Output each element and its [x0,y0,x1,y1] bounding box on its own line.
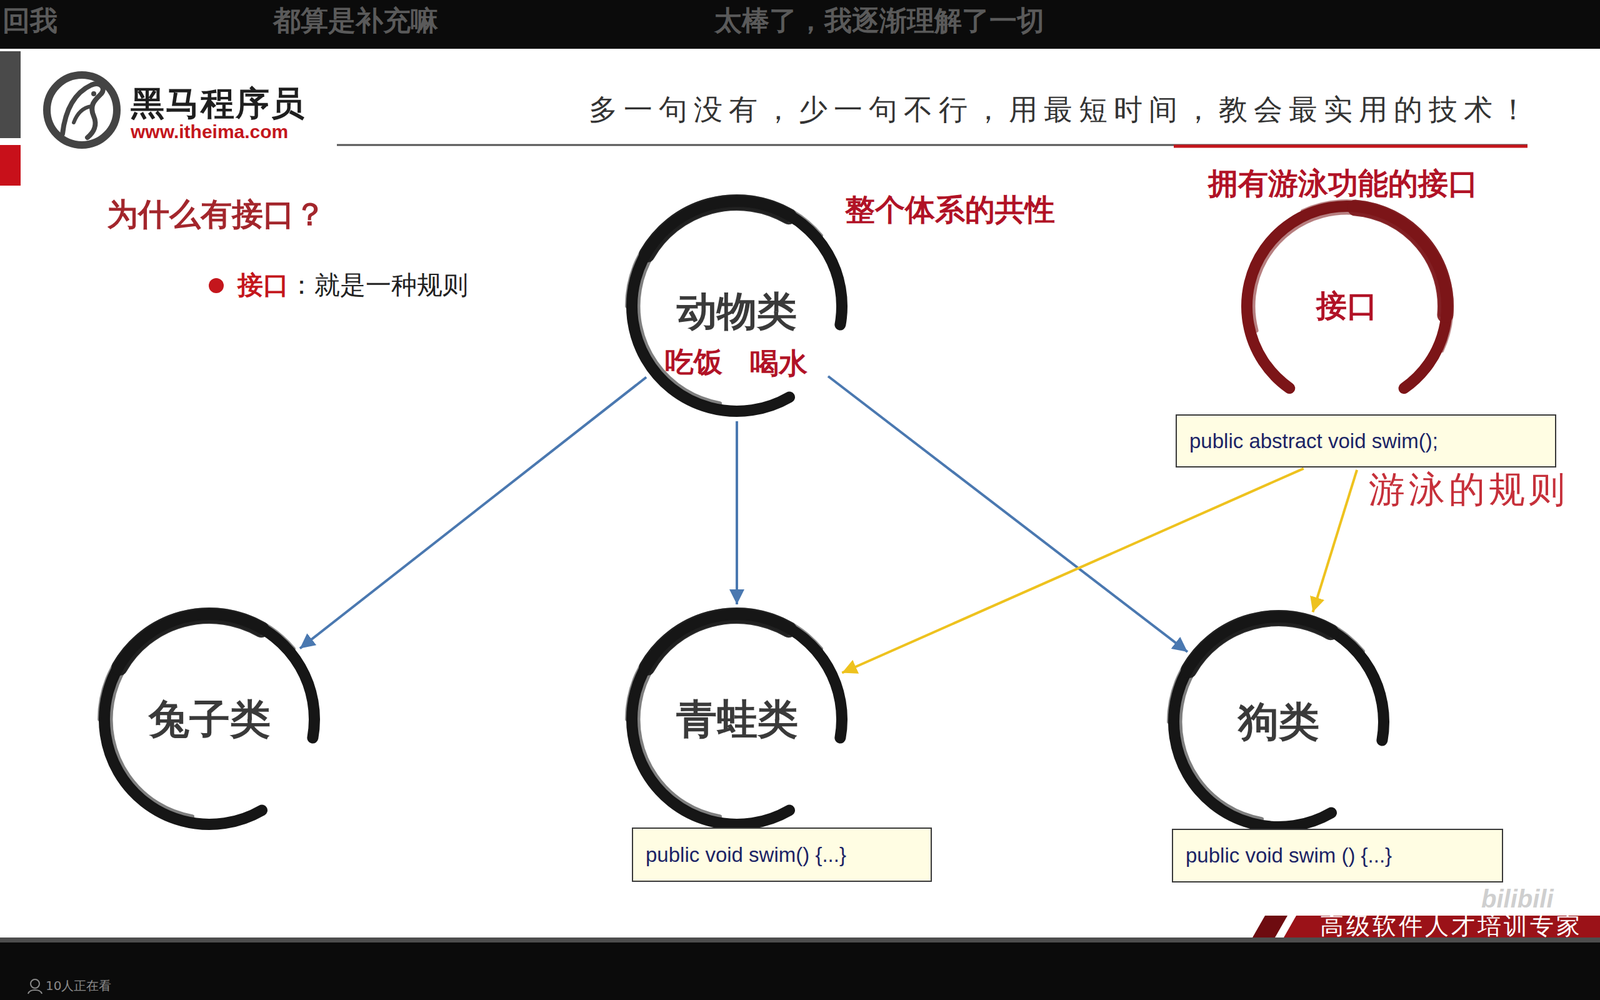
brush-stroke [593,163,881,450]
class-circle: 狗类 [1166,609,1392,835]
class-circle: 青蛙类 [624,606,850,832]
bullet-row: 接口：就是一种规则 [237,270,469,301]
brush-stroke [622,605,852,834]
bottom-bar [0,942,1600,1000]
bullet-text: ：就是一种规则 [288,270,469,301]
danmaku-comment: 太棒了，我逐渐理解了一切 [714,4,1045,38]
connector-arrow [1313,470,1358,613]
danmaku-comment: 回我 [2,4,58,38]
banner-accent [1252,915,1288,938]
slogan-rule [336,144,1528,147]
logo-mark [46,75,117,145]
class-circle: 兔子类 [96,606,322,832]
node-note: 吃饭 [665,345,723,380]
viewer-count: 10人正在看 [45,978,112,994]
brush-stroke [1207,166,1487,447]
logo-url: www.itheima.com [130,120,289,144]
code-box: public void swim () {...} [1171,828,1504,883]
viewer-icon [28,979,42,994]
handwritten-note: 游泳的规则 [1368,468,1569,512]
connector-arrow [828,376,1188,652]
annotation: 整个体系的共性 [845,191,1055,229]
class-circle: 拥有游泳功能的接口接口 [1239,198,1455,414]
node-title: 动物类 [676,287,797,336]
code-box: public void swim() {...} [631,827,932,882]
node-title: 青蛙类 [676,695,799,744]
node-title: 狗类 [1238,697,1320,747]
brush-stroke [1164,607,1394,837]
brush-stroke [95,605,324,834]
bullet-term: 接口 [237,270,289,301]
brush-stroke [1207,166,1487,446]
class-circle: 动物类吃饭喝水 [624,193,850,419]
node-note: 接口 [1316,288,1378,325]
connector-arrow [735,421,739,605]
slogan-rule-accent [1173,145,1528,149]
brush-stroke [595,577,879,862]
brush-stroke [1136,580,1421,864]
connector-arrow [841,468,1304,674]
brush-stroke [66,576,354,864]
code-text: public void swim() {...} [645,842,847,868]
brush-stroke [1231,191,1462,421]
node-note: 喝水 [750,346,808,381]
logo-name: 黑马程序员 [130,83,306,125]
node-title: 拥有游泳功能的接口 [1208,165,1479,202]
code-text: public abstract void swim(); [1189,428,1439,454]
code-box: public abstract void swim(); [1175,414,1557,468]
brush-stroke [595,164,879,449]
brush-stroke [593,576,881,864]
brush-stroke [67,577,352,862]
brush-stroke [1240,199,1454,414]
top-bar [0,0,1600,49]
side-strip [0,51,21,139]
bullet-dot [208,278,224,294]
banner-text: 高级软件人才培训专家 [1320,911,1583,941]
danmaku-comment: 都算是补充嘛 [273,4,439,38]
watermark: bilibili [1481,883,1554,914]
node-title: 兔子类 [148,695,271,744]
connector-arrow [300,377,647,649]
side-strip-red [0,145,21,186]
slogan: 多一句没有，少一句不行，用最短时间，教会最实用的技术！ [588,92,1534,127]
brush-stroke [622,191,852,421]
code-text: public void swim () {...} [1185,843,1392,869]
brush-stroke [1135,578,1423,866]
slide-title: 为什么有接口？ [106,195,326,234]
